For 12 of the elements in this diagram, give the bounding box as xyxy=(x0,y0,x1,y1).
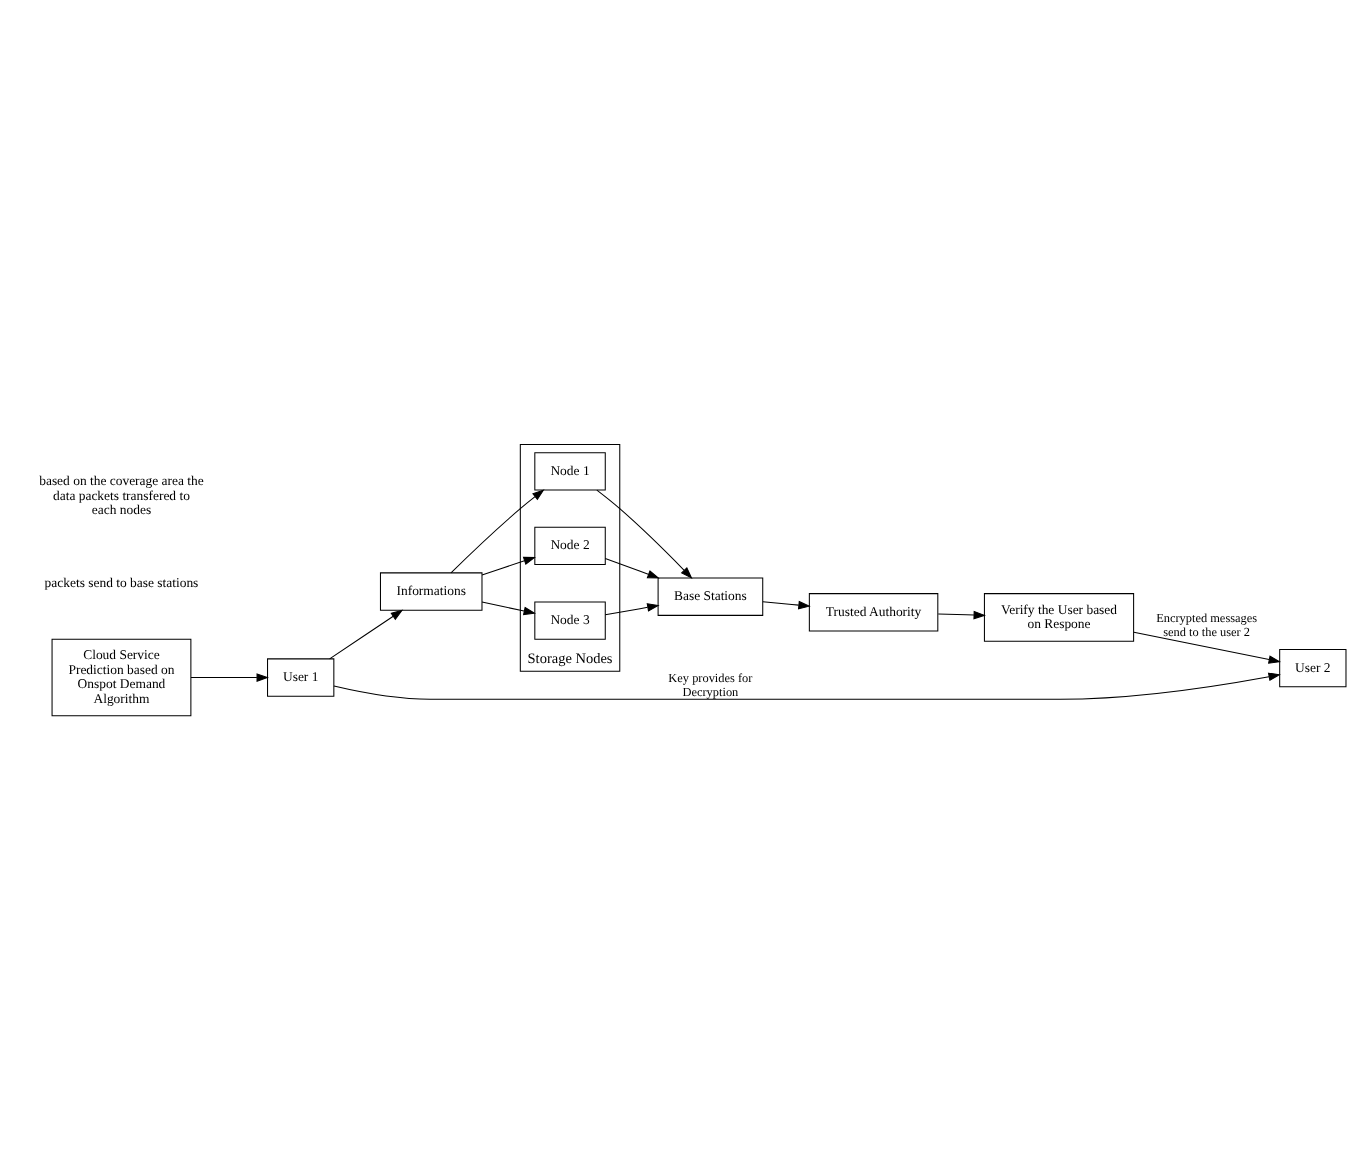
arrow xyxy=(604,558,660,579)
arrow xyxy=(333,672,1281,700)
arrow xyxy=(481,601,536,616)
arrow xyxy=(450,489,545,574)
arrow xyxy=(762,600,811,610)
arrow xyxy=(937,610,986,620)
arrow xyxy=(481,556,536,576)
arrow xyxy=(596,489,693,579)
arrow xyxy=(329,609,404,660)
arrow xyxy=(190,673,269,682)
arrow xyxy=(1133,631,1282,664)
arrow xyxy=(604,603,660,616)
